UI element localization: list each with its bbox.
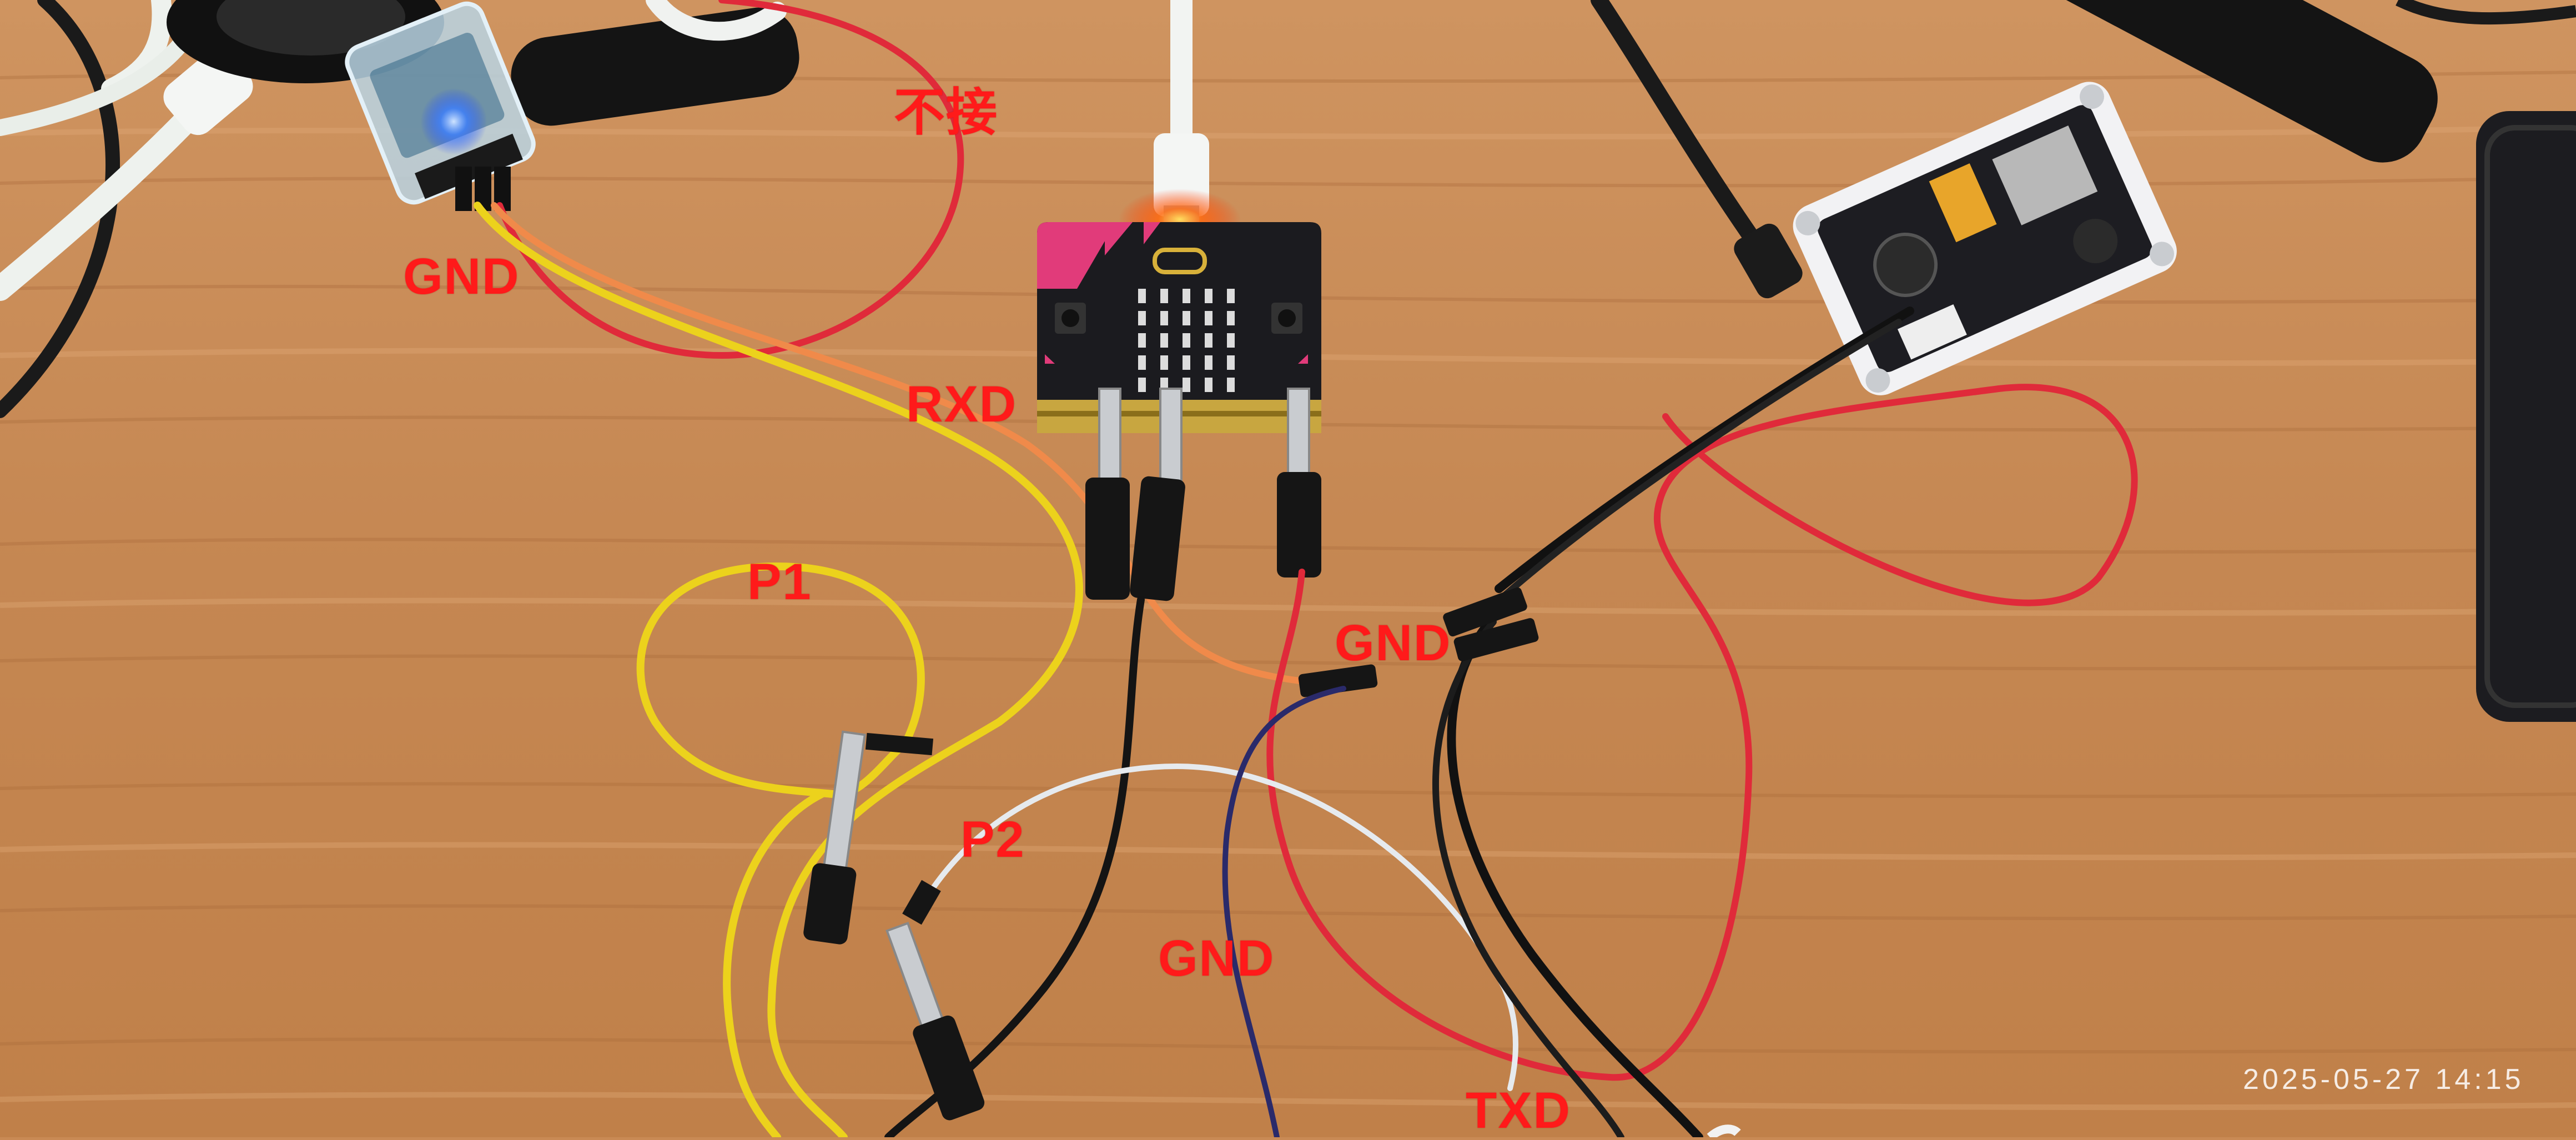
clips-on-pins — [1085, 388, 1321, 601]
usb-ttl-adapter — [345, 1, 536, 205]
yellow-wire-rxd — [474, 202, 1083, 1137]
label-gnd-usb: GND — [403, 248, 520, 305]
label-gnd-mid: GND — [1335, 615, 1452, 671]
header-camera — [1443, 587, 1527, 637]
red-wire-unconnected — [496, 0, 964, 359]
header-gnd-mid — [1298, 664, 1378, 697]
orange-wire-gnd — [491, 202, 1325, 686]
black-wire-gnd — [884, 596, 1145, 1137]
alligator-clip-p1 — [803, 730, 866, 945]
black-bar-topright — [2015, 0, 2438, 163]
label-txd: TXD — [1466, 1082, 1571, 1139]
white-wire-p2 — [930, 763, 1518, 1091]
label-p1: P1 — [747, 554, 812, 610]
alligator-clip-p2 — [886, 922, 985, 1121]
label-gnd-bottom: GND — [1158, 930, 1275, 987]
red-wire-pin — [1266, 384, 2138, 1081]
black-pad-right — [2476, 111, 2576, 722]
label-rxd: RXD — [906, 376, 1018, 433]
photo-timestamp: 2025-05-27 14:15 — [2243, 1063, 2524, 1096]
label-p2: P2 — [960, 811, 1025, 868]
label-not-connected: 不接 — [894, 84, 999, 141]
yellow-loop-p1 — [636, 562, 925, 798]
black-cable-camera — [1591, 0, 1757, 242]
camera-module — [1793, 82, 2177, 395]
navy-wire-gnd — [1222, 686, 1346, 1137]
wire-bundle — [1495, 307, 1914, 593]
